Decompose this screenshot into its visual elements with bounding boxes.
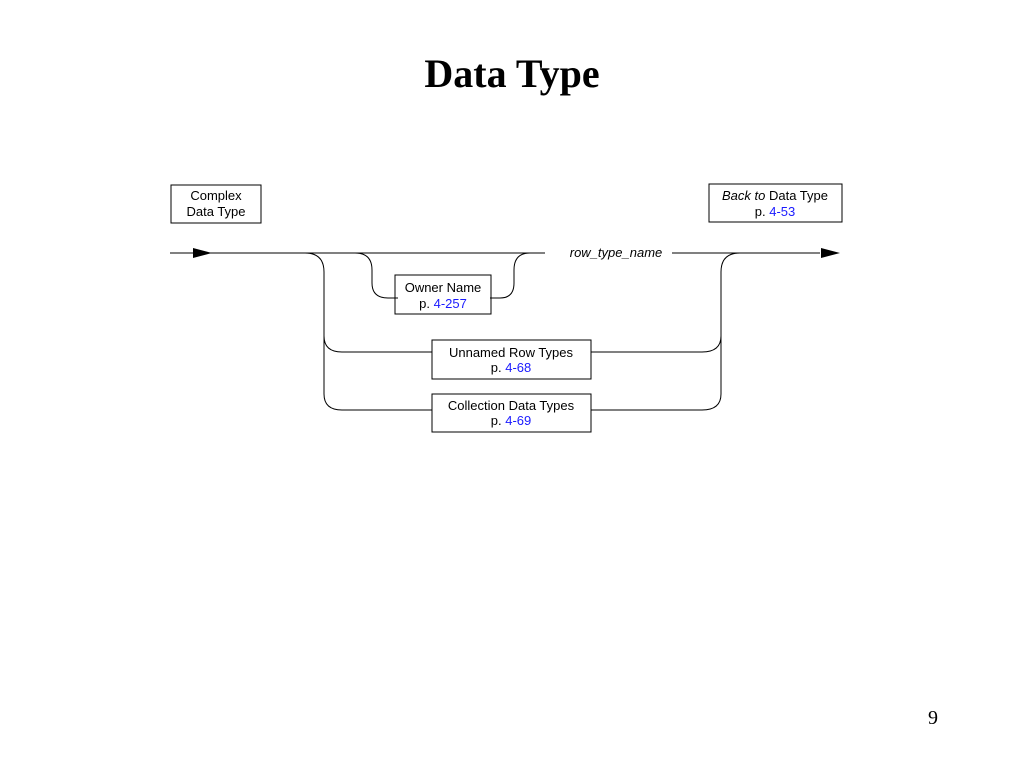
slide-title: Data Type [424, 51, 600, 96]
start-box-line2: Data Type [186, 204, 245, 219]
end-arrow-icon [821, 248, 840, 258]
collection-page-prefix: p. [491, 413, 505, 428]
unnamed-branch [304, 252, 741, 353]
back-to-text: Data Type [765, 188, 828, 203]
unnamed-box-line1: Unnamed Row Types [449, 345, 574, 360]
unnamed-box [431, 339, 592, 380]
owner-loop [354, 252, 531, 299]
back-page-link[interactable]: 4-53 [769, 204, 795, 219]
collection-box-line2: p. 4-69 [491, 413, 532, 428]
start-arrow-icon [193, 248, 212, 258]
owner-box [394, 274, 492, 315]
page-number: 9 [928, 707, 938, 729]
collection-box [431, 393, 592, 433]
start-box-line1: Complex [190, 188, 242, 203]
collection-branch [323, 336, 722, 411]
back-box-line2: p. 4-53 [755, 204, 796, 219]
collection-page-link[interactable]: 4-69 [505, 413, 531, 428]
collection-box-line1: Collection Data Types [448, 398, 575, 413]
back-box [708, 183, 843, 223]
keyword-row-type-name: row_type_name [570, 245, 663, 260]
owner-box-line2: p. 4-257 [419, 296, 467, 311]
owner-box-line1: Owner Name [405, 280, 482, 295]
start-box [170, 184, 262, 224]
unnamed-box-line2: p. 4-68 [491, 360, 532, 375]
unnamed-page-prefix: p. [491, 360, 505, 375]
back-page-prefix: p. [755, 204, 769, 219]
owner-page-link[interactable]: 4-257 [434, 296, 467, 311]
unnamed-page-link[interactable]: 4-68 [505, 360, 531, 375]
owner-page-prefix: p. [419, 296, 433, 311]
back-box-line1: Back to Data Type [722, 188, 828, 203]
back-to-italic: Back to [722, 188, 765, 203]
